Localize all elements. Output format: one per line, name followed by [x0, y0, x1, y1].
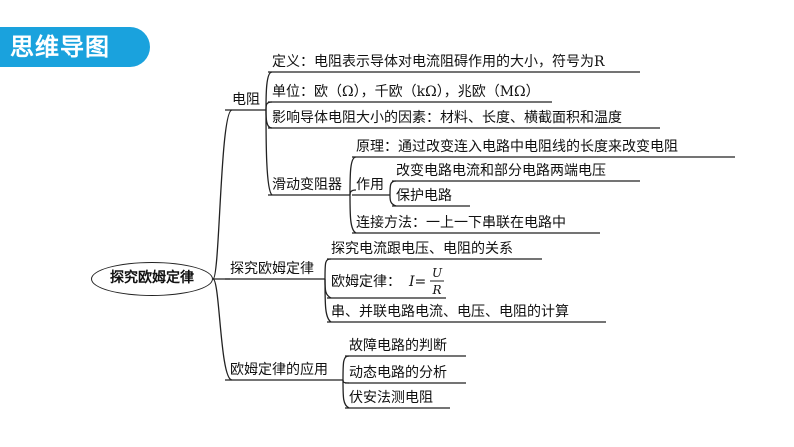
- ohms-law-denominator: R: [432, 283, 442, 297]
- branch-resistance: 电阻: [232, 92, 260, 108]
- mind-map-title-badge: 思维导图: [0, 27, 150, 67]
- rheostat-function-2: 保护电路: [396, 188, 452, 204]
- ohms-law-lhs: I=: [409, 274, 427, 290]
- application-item-3: 伏安法测电阻: [349, 390, 433, 406]
- rheostat-function-1: 改变电路电流和部分电路两端电压: [396, 163, 606, 179]
- application-item-2: 动态电路的分析: [349, 365, 447, 381]
- resistance-unit: 单位：欧（Ω），千欧（kΩ），兆欧（MΩ）: [272, 84, 540, 100]
- rheostat-function-label: 作用: [356, 177, 384, 193]
- root-node: 探究欧姆定律: [91, 262, 213, 296]
- explore-relation: 探究电流跟电压、电阻的关系: [331, 241, 513, 257]
- application-item-1: 故障电路的判断: [349, 338, 447, 354]
- rheostat-node: 滑动变阻器: [272, 177, 342, 193]
- explore-calc: 串、并联电路电流、电压、电阻的计算: [331, 304, 569, 320]
- resistance-factors: 影响导体电阻大小的因素：材料、长度、横截面积和温度: [272, 110, 622, 126]
- rheostat-principle: 原理：通过改变连入电路中电阻线的长度来改变电阻: [356, 139, 678, 155]
- rheostat-connection: 连接方法：一上一下串联在电路中: [356, 215, 566, 231]
- branch-application: 欧姆定律的应用: [230, 362, 328, 378]
- branch-explore: 探究欧姆定律: [230, 261, 314, 277]
- resistance-definition: 定义：电阻表示导体对电流阻碍作用的大小，符号为R: [272, 54, 605, 70]
- ohms-law-label: 欧姆定律：: [331, 274, 401, 290]
- ohms-law-numerator: U: [431, 266, 443, 280]
